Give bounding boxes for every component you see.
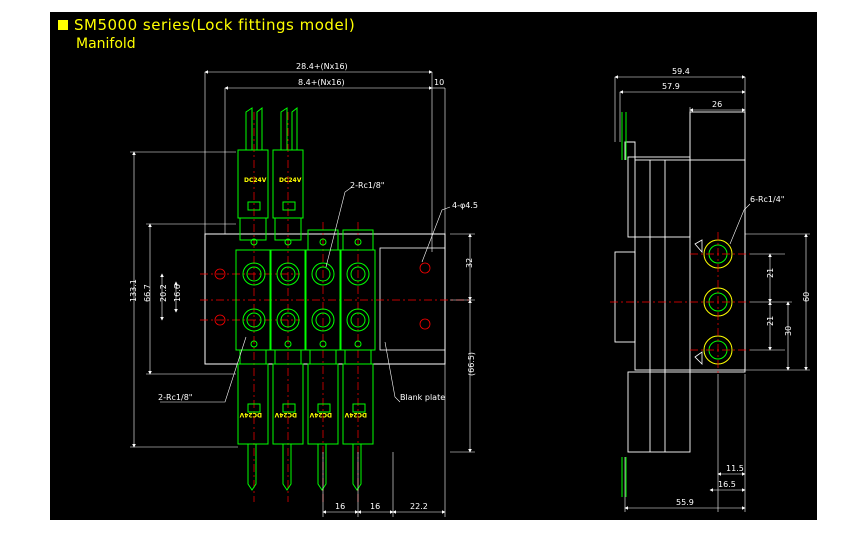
side-body <box>614 111 746 453</box>
front-view: DC24V DC24V DC24V DC24V DC24V DC24V <box>129 62 478 517</box>
title-block: SM5000 series(Lock fittings model) Manif… <box>58 16 355 52</box>
coil-label-6: DC24V <box>344 411 367 418</box>
side-centerlines <box>610 232 750 374</box>
callout-blank-plate: Blank plate <box>400 393 445 402</box>
callout-side-ports: 6-Rc1/4" <box>750 195 785 204</box>
side-view: 59.4 57.9 26 21 21 60 30 11.5 16.5 55.9 … <box>610 67 811 512</box>
front-centerlines <box>200 112 470 502</box>
dim-pitch-inner: 16.6 <box>173 284 182 302</box>
coil-label-1: DC24V <box>244 177 267 184</box>
dim-side-height-30: 30 <box>784 326 793 336</box>
front-dimensions <box>130 70 475 517</box>
dim-bottom-pitch-2: 16 <box>370 502 380 511</box>
mount-holes <box>214 262 431 330</box>
coil-upper-1 <box>237 149 269 219</box>
drawing-canvas: SM5000 series(Lock fittings model) Manif… <box>50 12 817 520</box>
manifold-plate <box>204 233 446 365</box>
dim-height-total: 133.1 <box>129 279 138 302</box>
dim-overall-width: 28.4+(Nx16) <box>296 62 348 71</box>
coil-label-2: DC24V <box>279 177 302 184</box>
callout-port-top: 2-Rc1/8" <box>350 181 385 190</box>
valve-stack <box>235 106 376 491</box>
blank-plate-outline <box>379 247 446 351</box>
side-dimensions <box>614 75 810 512</box>
drawing-title: SM5000 series(Lock fittings model) <box>74 16 356 34</box>
dim-side-height-60: 60 <box>802 292 811 302</box>
dim-right-upper: 32 <box>465 258 474 268</box>
dim-bottom-end: 22.2 <box>410 502 428 511</box>
dim-side-total: 59.4 <box>672 67 690 76</box>
coil-label-5: DC24V <box>309 411 332 418</box>
dim-height-mid: 66.7 <box>143 284 152 302</box>
dim-side-bottom-3: 55.9 <box>676 498 694 507</box>
dim-pitch-outer: 20.2 <box>159 284 168 302</box>
drawing-subtitle: Manifold <box>76 36 136 52</box>
callout-mount-holes: 4-φ4.5 <box>452 201 478 210</box>
dim-inner-width: 8.4+(Nx16) <box>298 78 345 87</box>
dim-side-port: 26 <box>712 100 722 109</box>
dim-side-bottom-2: 16.5 <box>718 480 736 489</box>
coil-label-4: DC24V <box>274 411 297 418</box>
side-connectors <box>621 112 627 497</box>
dim-bottom-pitch-1: 16 <box>335 502 345 511</box>
title-bullet-icon <box>58 20 68 30</box>
callout-port-bottom: 2-Rc1/8" <box>158 393 193 402</box>
dim-side-pitch-b: 21 <box>766 316 775 326</box>
dim-right-lower: (66.5) <box>467 352 476 376</box>
drawing-svg: DC24V DC24V DC24V DC24V DC24V DC24V <box>129 62 811 517</box>
coil-label-3: DC24V <box>239 411 262 418</box>
dim-side-bottom-1: 11.5 <box>726 464 744 473</box>
dim-side-mid: 57.9 <box>662 82 680 91</box>
dim-edge: 10 <box>434 78 444 87</box>
dim-side-pitch-a: 21 <box>766 268 775 278</box>
